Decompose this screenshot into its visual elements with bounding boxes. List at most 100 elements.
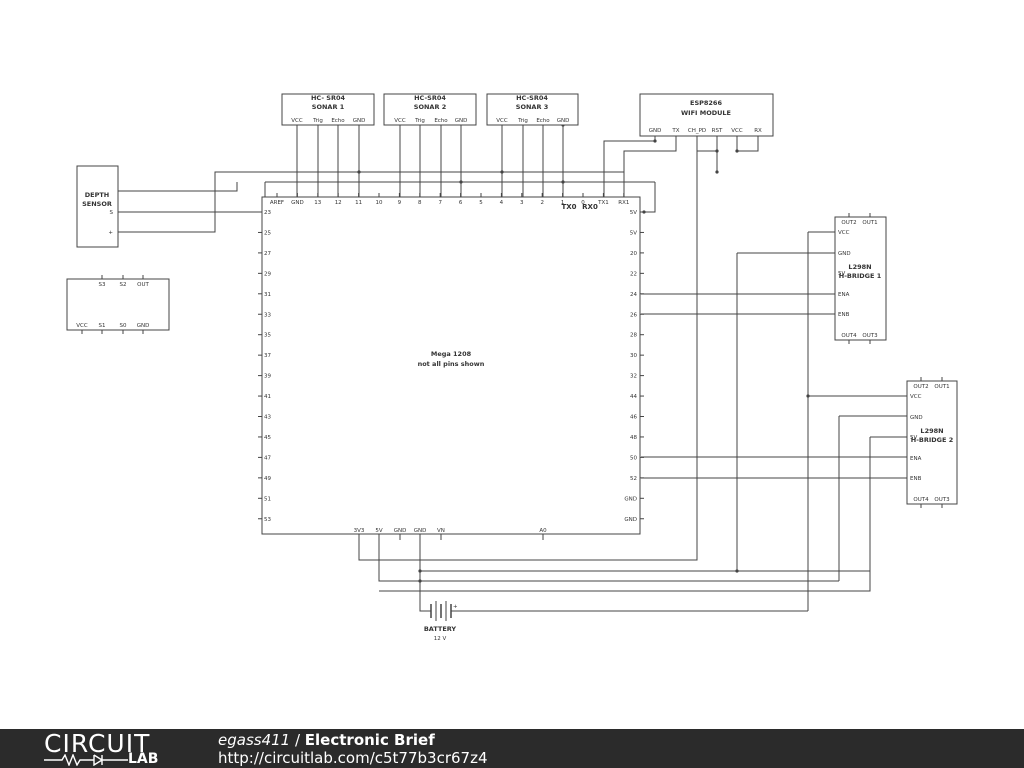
author-link[interactable]: egass411 [218, 731, 291, 749]
mega-bottom-pin-label: VN [437, 528, 445, 534]
esp-title: ESP8266 [690, 99, 722, 107]
mega-right-pin-label: 5V [630, 210, 637, 216]
mega-top-pin-label: 9 [398, 200, 402, 206]
hbridge-1-pin: OUT4 [841, 333, 857, 339]
sonar-3-pin: Trig [517, 118, 528, 124]
esp-pin: VCC [731, 128, 743, 134]
mega-left-pin-label: 25 [264, 230, 271, 236]
mega-right-pin-label: 5V [630, 230, 637, 236]
hbridge-2-pin: OUT3 [934, 497, 950, 503]
h-bridge-1: OUT2 OUT1 VCC GND 5V ENA ENB L298N H-BRI… [834, 213, 887, 344]
mega-board: Mega 1208 not all pins shown TX0 RX0 ARE… [258, 193, 644, 538]
sonar-3-pin: Echo [536, 118, 550, 124]
mega-left-pin-label: 47 [264, 455, 271, 461]
hbridge-2-pin: OUT1 [934, 384, 949, 390]
mega-left-pin-label: 43 [264, 415, 271, 421]
author-title-line: egass411 / Electronic Brief [218, 731, 435, 749]
mega-left-pin-label: 27 [264, 251, 271, 257]
mega-right-pin-label: 52 [630, 476, 637, 482]
mega-left-pin-label: 35 [264, 333, 271, 339]
sonar-2-pin: Echo [434, 118, 448, 124]
hbridge-1-title: L298N [848, 263, 871, 271]
color-sensor-pin: OUT [137, 282, 149, 288]
mega-top-pin-label: RX1 [618, 200, 629, 206]
mega-top-pin-label: 0 [581, 200, 585, 206]
circuit-waveform-icon [44, 754, 128, 766]
battery: + BATTERY 12 V [424, 601, 458, 642]
depth-pin: + [108, 230, 113, 236]
color-sensor-pin: S0 [120, 323, 127, 329]
mega-right-pin-label: 32 [630, 374, 637, 380]
mega-right-pin-label: 26 [630, 312, 637, 318]
mega-top-pin-label: 7 [438, 200, 442, 206]
mega-top-pin-label: 1 [561, 200, 565, 206]
schematic-canvas: HC- SR04 SONAR 1 VCC Trig Echo GND HC-SR… [66, 93, 958, 642]
color-sensor-pin: GND [137, 323, 150, 329]
mega-left-pin-label: 45 [264, 435, 271, 441]
color-sensor-pin: S1 [99, 323, 106, 329]
sonar-2-title: HC-SR04 [414, 94, 446, 102]
mega-right-pin-label: 28 [630, 333, 637, 339]
esp-pin: CH_PD [688, 128, 706, 134]
mega-right-pin-label: 22 [630, 271, 637, 277]
sonar-1-subtitle: SONAR 1 [312, 103, 345, 111]
circuit-url-link[interactable]: http://circuitlab.com/c5t77b3cr67z4 [218, 749, 488, 767]
hbridge-1-pin: ENB [838, 312, 850, 318]
sonar-3-pin: GND [557, 118, 570, 124]
esp-subtitle: WIFI MODULE [681, 109, 731, 117]
esp-pin: RX [754, 128, 762, 134]
hbridge-2-pin: OUT4 [913, 497, 929, 503]
sonar-2-pin: VCC [394, 118, 406, 124]
mega-rx0-label: RX0 [582, 203, 598, 211]
battery-label: BATTERY [424, 625, 457, 633]
mega-right-pin-label: 46 [630, 415, 637, 421]
esp-pin: GND [649, 128, 662, 134]
mega-left-pin-label: 37 [264, 353, 271, 359]
sonar-1-title: HC- SR04 [311, 94, 346, 102]
mega-right-pin-label: 24 [630, 292, 637, 298]
hbridge-2-pin: 5V [910, 435, 917, 441]
color-sensor-pin: S2 [120, 282, 127, 288]
hbridge-2-pin: VCC [910, 394, 922, 400]
mega-left-pin-label: 33 [264, 312, 271, 318]
mega-top-pin-label: 8 [418, 200, 422, 206]
mega-top-pin-label: 2 [540, 200, 544, 206]
mega-left-pin-label: 49 [264, 476, 271, 482]
hbridge-2-pin: GND [910, 415, 923, 421]
sonar-2-subtitle: SONAR 2 [414, 103, 446, 111]
battery-voltage: 12 V [434, 636, 447, 642]
sonar-1-pin: GND [353, 118, 366, 124]
mega-left-pin-label: 29 [264, 271, 271, 277]
mega-top-pin-label: 6 [459, 200, 463, 206]
esp-pin: RST [712, 128, 723, 134]
hbridge-1-pin: GND [838, 251, 851, 257]
mega-right-pin-label: GND [624, 517, 637, 523]
hbridge-1-pin: ENA [838, 292, 850, 298]
mega-top-pin-label: 10 [376, 200, 383, 206]
color-sensor-module: S3 S2 OUT VCC S1 S0 GND [66, 275, 170, 334]
hbridge-1-pin: OUT2 [841, 220, 856, 226]
circuit-title: Electronic Brief [304, 731, 435, 749]
depth-pin: S [110, 210, 114, 216]
mega-top-pin-label: 5 [479, 200, 483, 206]
sonar-3-pin: VCC [496, 118, 508, 124]
mega-top-pin-label: TX1 [597, 200, 609, 206]
mega-right-pin-label: 48 [630, 435, 637, 441]
hbridge-2-pin: ENB [910, 476, 922, 482]
mega-left-pin-label: 31 [264, 292, 271, 298]
mega-right-pin-label: 44 [630, 394, 637, 400]
color-sensor-pin: VCC [76, 323, 88, 329]
hbridge-1-pin: VCC [838, 230, 850, 236]
mega-right-pin-label: 50 [630, 455, 637, 461]
hbridge-2-title: L298N [920, 427, 943, 435]
mega-top-pin-label: GND [291, 200, 304, 206]
color-sensor-pin: S3 [99, 282, 106, 288]
circuitlab-logo[interactable]: CIRCUIT [44, 729, 151, 758]
hbridge-1-pin: 5V [838, 271, 845, 277]
mega-top-pin-label: 3 [520, 200, 524, 206]
hbridge-2-pin: OUT2 [913, 384, 928, 390]
sonar-1-pin: VCC [291, 118, 303, 124]
mega-left-pin-label: 39 [264, 374, 271, 380]
